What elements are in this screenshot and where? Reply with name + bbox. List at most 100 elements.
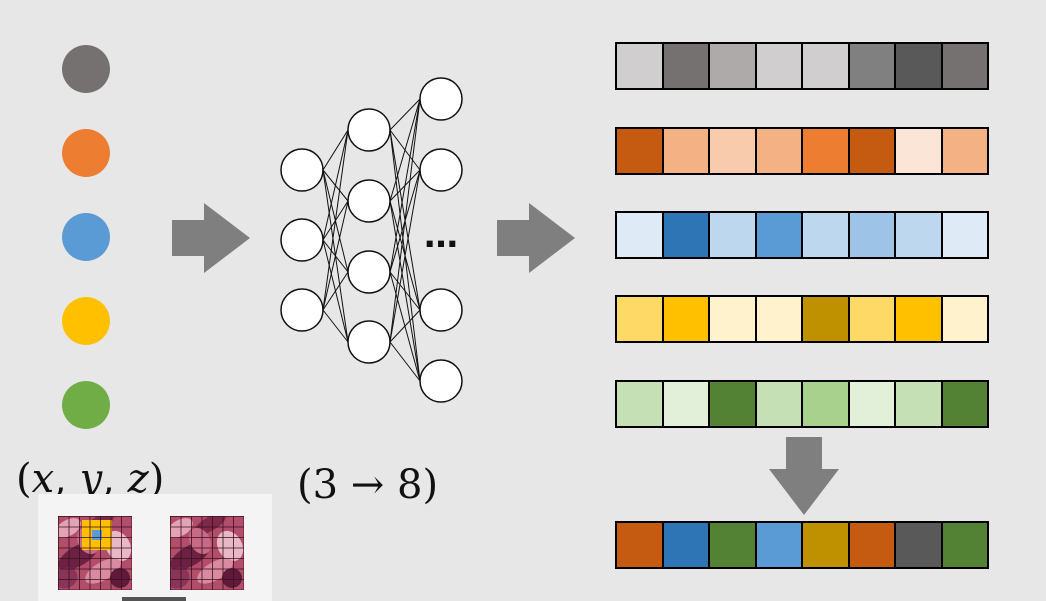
neural-network-diagram	[280, 77, 463, 403]
feature-cell	[663, 297, 710, 341]
feature-strip	[615, 42, 989, 90]
down-arrow-icon	[769, 437, 839, 515]
network-connection	[389, 98, 421, 273]
feature-cell	[617, 44, 664, 88]
feature-cell	[942, 213, 987, 257]
feature-cell	[710, 129, 757, 173]
tissue-thumbnail-highlighted[interactable]	[58, 516, 132, 590]
feature-cell	[663, 44, 710, 88]
network-neuron	[419, 359, 463, 403]
feature-cell	[803, 44, 850, 88]
feature-cell	[849, 129, 896, 173]
feature-cell	[617, 213, 664, 257]
network-connection	[389, 98, 421, 131]
feature-cell	[803, 382, 850, 426]
feature-strip	[615, 211, 989, 259]
network-connection	[389, 169, 421, 343]
feature-cell	[896, 297, 943, 341]
feature-cell	[896, 213, 943, 257]
input-point-dot	[62, 213, 110, 261]
network-connection	[322, 200, 349, 311]
feature-cell	[803, 213, 850, 257]
feature-cell	[803, 297, 850, 341]
feature-cell	[942, 523, 987, 567]
network-connection	[322, 309, 349, 343]
feature-cell	[896, 382, 943, 426]
feature-cell	[849, 297, 896, 341]
thumbnail-panel	[38, 494, 272, 601]
feature-cell	[663, 213, 710, 257]
feature-cell	[942, 129, 987, 173]
label-z: z	[127, 456, 149, 502]
feature-cell	[617, 129, 664, 173]
network-connection	[389, 98, 421, 202]
network-neuron	[347, 179, 391, 223]
network-connection	[322, 129, 349, 171]
pooled-feature-strip	[615, 521, 989, 569]
feature-cell	[756, 44, 803, 88]
network-connection	[389, 98, 421, 343]
coordinate-label: (x, y, z)	[16, 456, 164, 502]
label-y: y	[79, 456, 103, 502]
network-neuron	[347, 250, 391, 294]
right-arrow-icon	[172, 203, 250, 273]
label-comma-2: ,	[102, 456, 128, 502]
feature-cell	[849, 523, 896, 567]
feature-strip	[615, 127, 989, 175]
feature-cell	[617, 297, 664, 341]
feature-cell	[663, 523, 710, 567]
network-neuron	[419, 148, 463, 192]
label-open-paren: (	[16, 456, 32, 502]
input-point-dot	[62, 129, 110, 177]
network-connection	[322, 129, 349, 241]
feature-strip	[615, 380, 989, 428]
input-point-dot	[62, 297, 110, 345]
feature-cell	[849, 213, 896, 257]
network-ellipsis: …	[424, 216, 458, 256]
feature-cell	[942, 382, 987, 426]
feature-cell	[803, 523, 850, 567]
feature-cell	[710, 523, 757, 567]
right-arrow-icon	[497, 203, 575, 273]
label-comma-1: ,	[54, 456, 80, 502]
network-neuron	[419, 288, 463, 332]
input-point-dot	[62, 381, 110, 429]
feature-strip	[615, 295, 989, 343]
label-close-paren: )	[148, 456, 165, 502]
feature-cell	[617, 382, 664, 426]
feature-cell	[710, 213, 757, 257]
feature-cell	[942, 44, 987, 88]
feature-cell	[756, 129, 803, 173]
network-dimension-label: (3 → 8)	[297, 462, 439, 508]
network-connection	[389, 271, 421, 311]
feature-cell	[710, 297, 757, 341]
feature-cell	[896, 129, 943, 173]
feature-cell	[710, 44, 757, 88]
scrollbar-thumb[interactable]	[122, 597, 186, 601]
network-connection	[389, 341, 421, 382]
feature-cell	[849, 44, 896, 88]
feature-cell	[617, 523, 664, 567]
feature-cell	[896, 523, 943, 567]
network-connection	[322, 271, 349, 311]
network-neuron	[419, 77, 463, 121]
feature-cell	[942, 297, 987, 341]
network-connection	[322, 129, 349, 311]
input-point-dot	[62, 45, 110, 93]
feature-cell	[756, 297, 803, 341]
feature-cell	[849, 382, 896, 426]
feature-cell	[756, 523, 803, 567]
tissue-thumbnail[interactable]	[170, 516, 244, 590]
network-neuron	[347, 320, 391, 364]
feature-cell	[756, 382, 803, 426]
network-connection	[389, 309, 421, 343]
network-neuron	[280, 148, 324, 192]
feature-cell	[663, 382, 710, 426]
label-x: x	[31, 456, 55, 502]
feature-cell	[663, 129, 710, 173]
network-neuron	[347, 108, 391, 152]
feature-cell	[896, 44, 943, 88]
feature-cell	[710, 382, 757, 426]
network-neuron	[280, 288, 324, 332]
feature-cell	[756, 213, 803, 257]
